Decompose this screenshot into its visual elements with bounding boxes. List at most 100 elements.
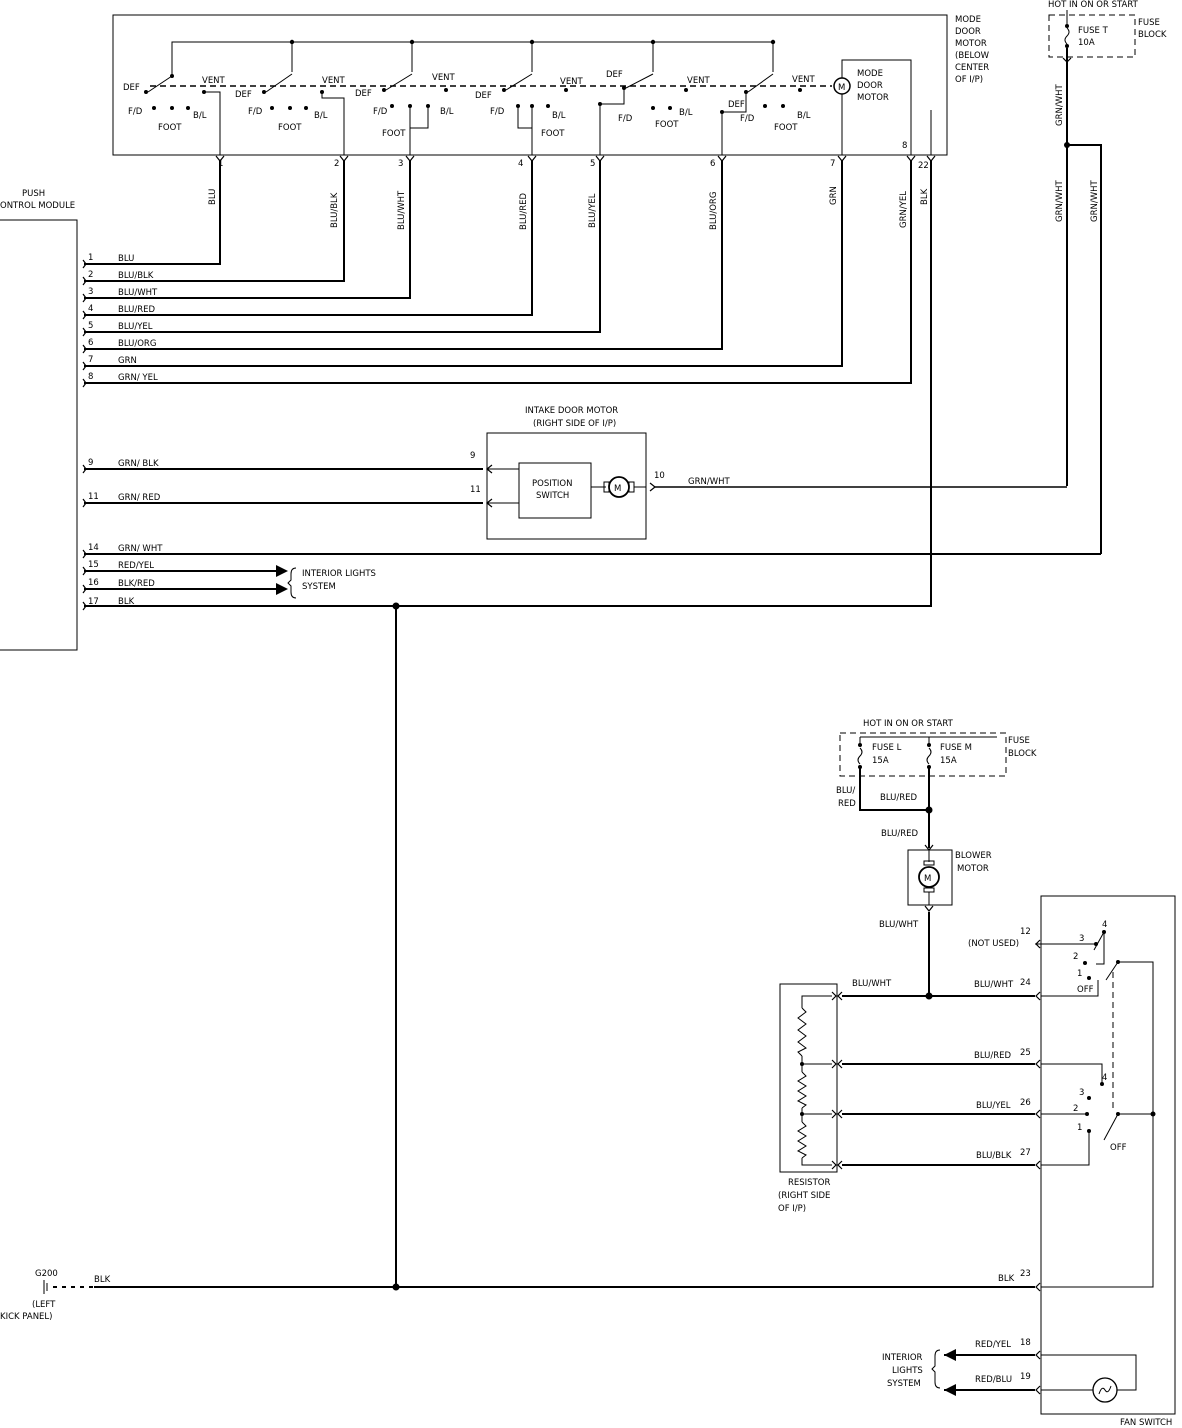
switch-blade [625, 73, 654, 89]
bus-junction-dot [529, 39, 535, 45]
contact-dot [798, 88, 802, 92]
wire-blu-blk [84, 160, 345, 282]
fan-wire-19: RED/BLU [975, 1375, 1012, 1385]
module-wire-11: GRN/ RED [118, 493, 161, 503]
blower-label-1: BLOWER [955, 851, 992, 861]
mode-door-title-6: OF I/P) [955, 75, 983, 85]
switch-label-bl: B/L [679, 108, 693, 118]
mode-wire-22: BLK [920, 188, 930, 205]
fan-wire-27: BLU/BLK [976, 1151, 1012, 1161]
fuse-t-dot [1065, 24, 1069, 28]
switch-label-fd: F/D [490, 107, 505, 117]
mode-door-title-4: (BELOW [955, 51, 990, 61]
module-pin-5: 5 [88, 321, 93, 331]
switch-label-foot: FOOT [655, 120, 679, 130]
switch-label-def: DEF [728, 100, 745, 110]
connector-chevron-icon [1035, 1385, 1041, 1395]
deck1-pos-4: 4 [1102, 920, 1107, 930]
motor-wire-top [841, 59, 912, 155]
switch-common-bus [171, 41, 774, 78]
switch-label-foot: FOOT [278, 123, 302, 133]
switch-jumper [409, 106, 429, 129]
position-switch-box [518, 462, 592, 519]
module-wire-7: GRN [118, 356, 137, 366]
mode-pin-4: 4 [518, 159, 523, 169]
contact-dot [546, 104, 550, 108]
mode-door-motor-symbol: M MODE DOOR MOTOR [833, 59, 932, 155]
mode-pin-3: 3 [398, 159, 403, 169]
splice-dot [392, 1283, 400, 1291]
mode-switch-3: DEF VENT F/D FOOT B/L [355, 73, 456, 155]
connector-chevron-icon [82, 344, 87, 354]
motor-label-2: DOOR [857, 81, 883, 91]
wire-blu-wht [84, 160, 411, 299]
intake-motor-letter: M [614, 484, 621, 494]
module-wire-9: GRN/ BLK [118, 459, 159, 469]
intake-pin-9: 9 [470, 451, 475, 461]
blower-resistor: RESISTOR (RIGHT SIDE OF I/P) BLU/WHT [778, 979, 892, 1214]
intake-door-motor: INTAKE DOOR MOTOR (RIGHT SIDE OF I/P) PO… [470, 406, 1067, 540]
mode-door-title-5: CENTER [955, 63, 989, 73]
connector-chevron-icon [837, 1059, 843, 1069]
fan-pin-26: 26 [1020, 1098, 1031, 1108]
mode-wire-1: BLU [208, 189, 218, 205]
fuse-dot [927, 743, 931, 747]
motor-label-1: MODE [857, 69, 883, 79]
fuse-bottom-block-label-1: FUSE [1008, 736, 1030, 746]
connector-chevron-icon [486, 464, 493, 474]
fan-not-used: (NOT USED) [968, 939, 1019, 949]
connector-chevron-icon [82, 276, 87, 286]
switch-label-foot: FOOT [382, 129, 406, 139]
connector-chevron-icon [595, 155, 605, 162]
switch-label-def: DEF [606, 70, 623, 80]
module-wire-4: BLU/RED [118, 305, 156, 315]
intake-title-2: (RIGHT SIDE OF I/P) [533, 419, 616, 429]
interior-lights-top-label-2: SYSTEM [302, 582, 336, 592]
contact-dot [564, 88, 568, 92]
switch-jumper [517, 106, 532, 129]
switch-output [204, 91, 221, 155]
module-wire-8: GRN/ YEL [118, 373, 158, 383]
mode-wire-2: BLU/BLK [330, 192, 340, 228]
resistor-wire-label: BLU/WHT [852, 979, 892, 989]
module-wire-17: BLK [118, 597, 135, 607]
deck2-output-27 [1041, 1131, 1090, 1166]
contact-dot [444, 88, 448, 92]
connector-chevron-icon [1035, 1109, 1041, 1119]
contact-dot [651, 106, 655, 110]
switch-label-fd: F/D [618, 114, 633, 124]
fuse-top-box [1048, 14, 1136, 58]
blower-wire-in-label: BLU/RED [881, 829, 919, 839]
contact-dot [684, 88, 688, 92]
mode-wire-7: GRN [829, 186, 839, 205]
fuse-t-label: FUSE T [1078, 26, 1109, 36]
switch-label-fd: F/D [128, 107, 143, 117]
resistor-label-3: OF I/P) [778, 1204, 806, 1214]
ground-location-2: KICK PANEL) [0, 1312, 52, 1322]
mode-pin-8: 8 [902, 141, 907, 151]
fan-wire-24: BLU/WHT [974, 980, 1014, 990]
bus-junction-dot [289, 39, 295, 45]
fuse-top-hot-label: HOT IN ON OR START [1048, 0, 1139, 10]
connector-chevron-icon [82, 361, 87, 371]
fan-pin-25: 25 [1020, 1048, 1031, 1058]
connector-chevron-icon [837, 991, 843, 1001]
connector-chevron-icon [717, 155, 727, 162]
deck1-link [1096, 932, 1105, 965]
fan-pin-24: 24 [1020, 978, 1031, 988]
fuse-block-bottom: HOT IN ON OR START FUSE BLOCK FUSE L 15A… [836, 719, 1037, 848]
fuse-l-rating: 15A [872, 756, 889, 766]
contact-dot [382, 88, 386, 92]
push-control-module: PUSH ONTROL MODULE [0, 189, 78, 651]
connector-chevron-icon [215, 155, 225, 162]
fan-pin-12: 12 [1020, 927, 1031, 937]
switch-label-bl: B/L [797, 111, 811, 121]
fan-interior-label-3: SYSTEM [887, 1379, 921, 1389]
module-pin-1: 1 [88, 253, 93, 263]
mode-switch-6: DEF VENT F/D FOOT B/L [720, 73, 816, 155]
fuse-l-output [859, 768, 929, 811]
motor-label-3: MOTOR [857, 93, 889, 103]
connector-chevron-icon [926, 155, 936, 162]
mode-switch-1: DEF VENT F/D FOOT B/L [123, 74, 226, 155]
